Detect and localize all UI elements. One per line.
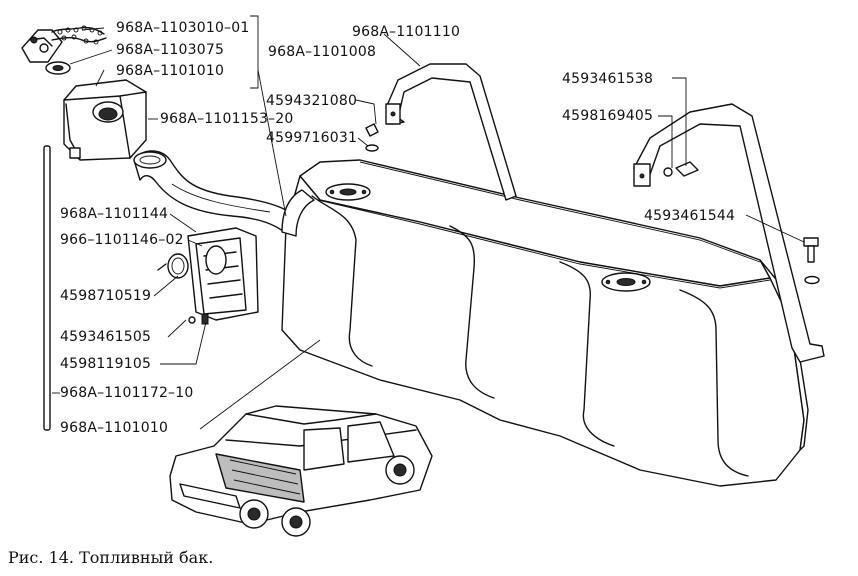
label-strap-upper: 968А–1101110: [352, 24, 461, 40]
figure-caption: Рис. 14. Топливный бак.: [8, 548, 214, 567]
small-screw: [188, 313, 209, 325]
label-washer-a: 4599716031: [266, 130, 358, 146]
filler-housing: [63, 79, 147, 161]
label-seal: 966–1101146–02: [60, 232, 184, 248]
label-clamp: 4598710519: [60, 288, 152, 304]
label-assembly: 968А–1101008: [268, 44, 377, 60]
fuel-cap: [21, 29, 63, 63]
label-filler-housing: 968А–1101010: [116, 63, 225, 79]
label-bolt-a: 4594321080: [266, 93, 358, 109]
hose-clamp: [157, 253, 189, 279]
bolt-c: [803, 237, 820, 285]
mounting-strap-upper: [385, 63, 517, 201]
leader-lines: [52, 15, 805, 430]
label-bolt-c: 4593461544: [644, 208, 736, 224]
bolt-b: [663, 161, 699, 177]
label-lock-washer: 4598119105: [60, 356, 152, 372]
flange-plate: [187, 227, 259, 321]
label-washer-b: 4598169405: [562, 108, 654, 124]
mounting-strap-right: [633, 103, 825, 363]
fuel-tank: [281, 159, 809, 487]
label-vent-tube: 968А–1101172–10: [60, 385, 194, 401]
label-fuel-cap: 968А–1103010–01: [116, 20, 250, 36]
label-flange: 968А–1101144: [60, 206, 169, 222]
bolt-a: [365, 123, 379, 152]
label-bolt-b: 4593461538: [562, 71, 654, 87]
cap-chain: [51, 25, 107, 45]
label-tank: 968А–1101010: [60, 420, 169, 436]
car-location-sketch: [169, 405, 433, 537]
cap-gasket: [45, 61, 71, 75]
label-screw: 4593461505: [60, 329, 152, 345]
label-filler-neck: 968А–1101153–20: [160, 111, 294, 127]
vent-tube: [43, 145, 51, 431]
label-cap-gasket: 968А–1103075: [116, 42, 225, 58]
